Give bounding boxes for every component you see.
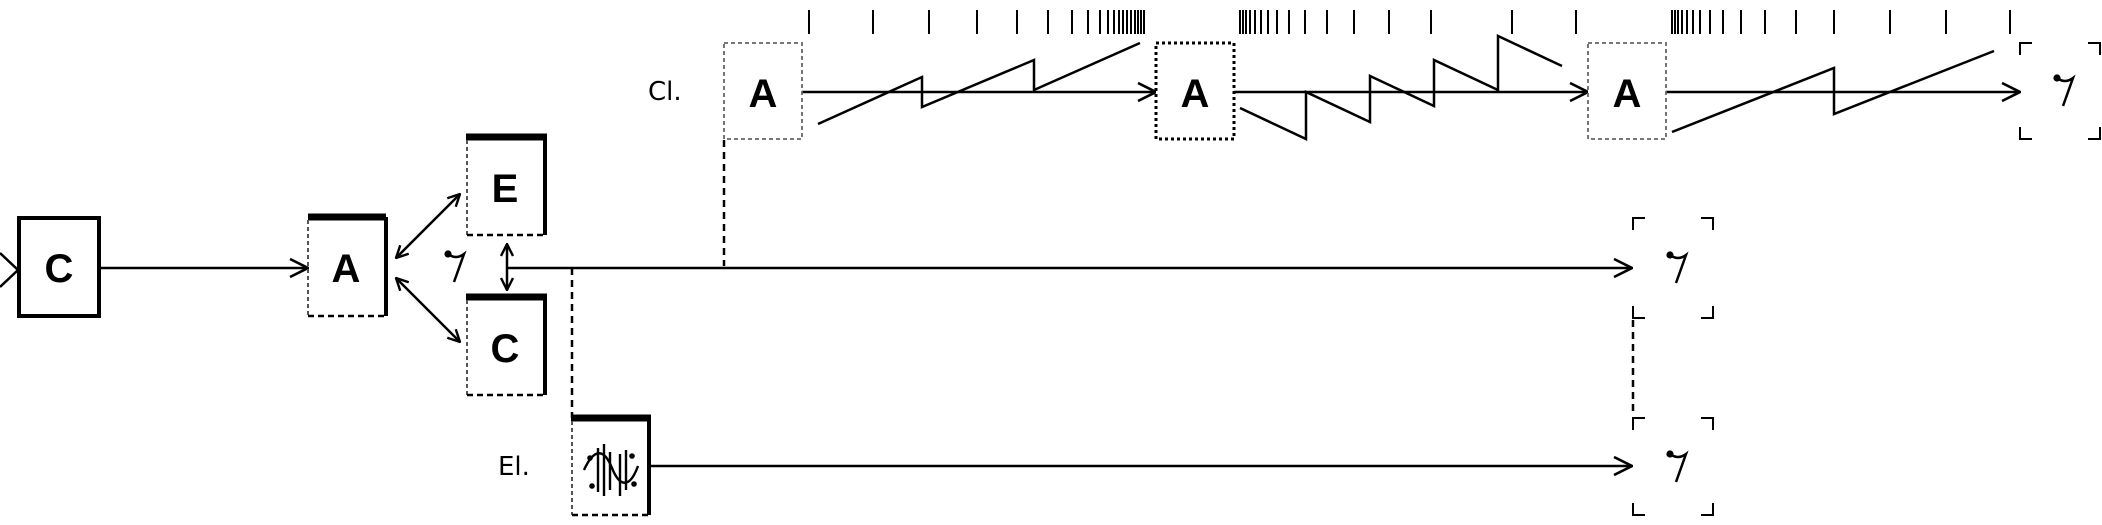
- electronics-node: [571, 414, 651, 517]
- svg-text:A: A: [332, 247, 361, 291]
- pulse-ticks: [808, 10, 2011, 34]
- svg-text:A: A: [1613, 72, 1642, 116]
- dashed-connectors: [570, 140, 1635, 418]
- clarinet-node-a-3: A: [1587, 42, 1667, 140]
- row-label-electronics: El.: [498, 452, 530, 482]
- node-e: E: [466, 133, 547, 237]
- waveform-noise-icon: [582, 444, 640, 496]
- svg-text:A: A: [749, 72, 778, 116]
- row-label-clarinet: Cl.: [648, 77, 682, 107]
- dynamics-zigzag: [817, 34, 1995, 141]
- svg-text:C: C: [45, 247, 74, 291]
- choice-arrows: [396, 194, 507, 342]
- rest-box-clarinet: [2019, 42, 2101, 140]
- start-node-c: C: [17, 216, 101, 318]
- clarinet-node-a-1: A: [723, 42, 803, 140]
- eighth-rest-icon: [444, 250, 467, 283]
- node-a-left: A: [307, 213, 388, 318]
- rest-box-electronics: [1632, 417, 1714, 516]
- svg-text:E: E: [492, 167, 519, 211]
- rest-box-main: [1632, 217, 1714, 319]
- dynamics-step-dashes: [921, 36, 1835, 139]
- main-flow-line: [0, 252, 1632, 288]
- svg-text:C: C: [491, 327, 520, 371]
- svg-text:A: A: [1181, 72, 1210, 116]
- clarinet-node-a-2: A: [1154, 41, 1236, 141]
- node-c-lower: C: [466, 293, 547, 397]
